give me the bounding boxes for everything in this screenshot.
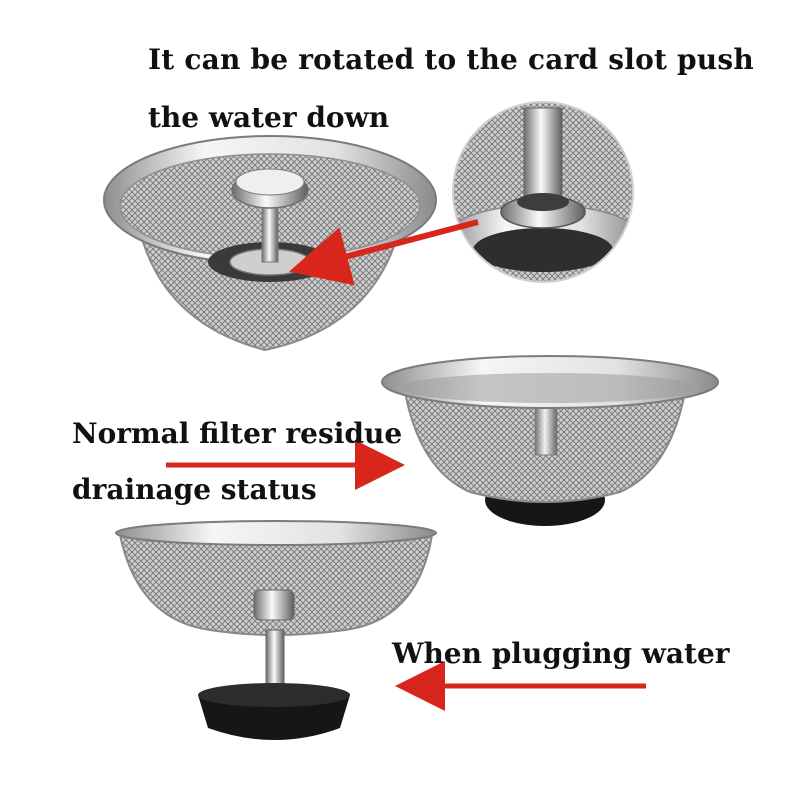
caption-normal-line-1: Normal filter residue — [72, 417, 403, 450]
caption-rotate-line-1: It can be rotated to the card slot push — [148, 43, 754, 76]
caption-rotate-line-2: the water down — [148, 101, 390, 134]
caption-normal-line-2: drainage status — [72, 473, 317, 506]
strainer-normal-drainage — [381, 355, 719, 526]
zoom-detail-circle — [452, 101, 634, 283]
arrow-to-slot — [288, 219, 479, 286]
caption-plugging: When plugging water — [392, 637, 730, 670]
strainer-plugging — [115, 520, 437, 740]
